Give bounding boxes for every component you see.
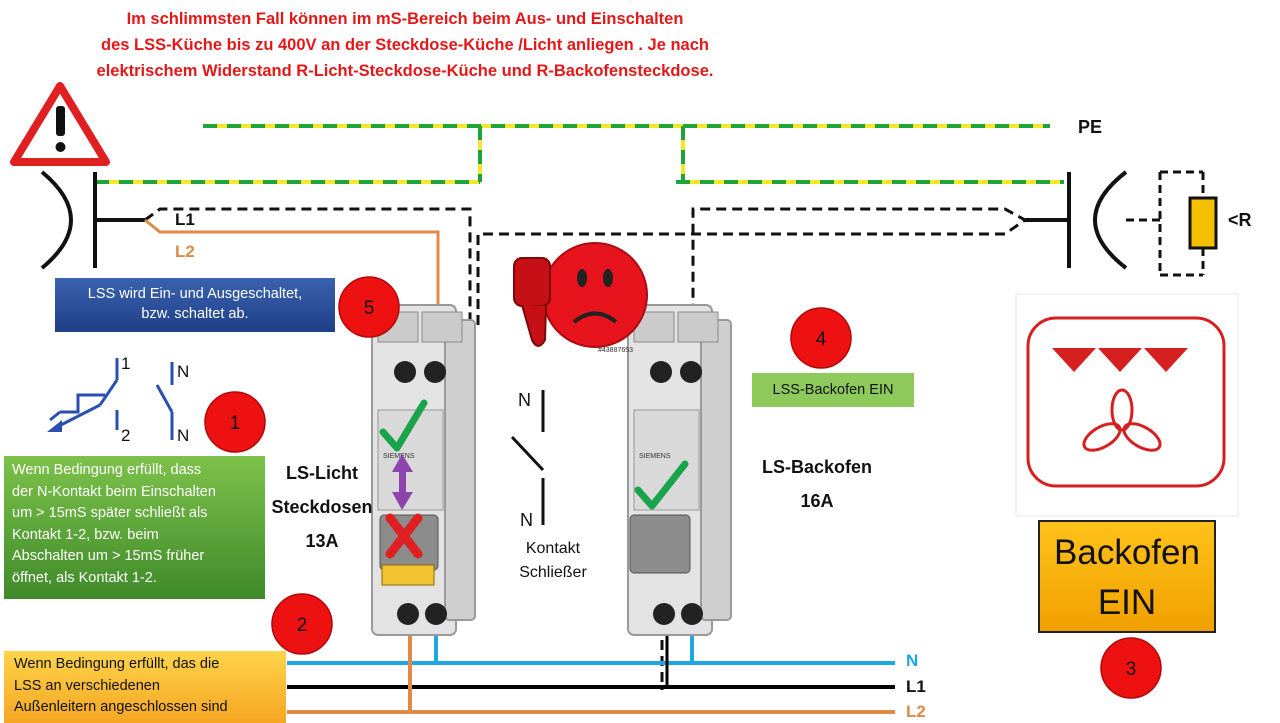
kontakt-label: Kontakt Schließer: [508, 537, 598, 585]
checkmark-icon: [379, 399, 428, 452]
green-line-5: Abschalten um > 15mS früher: [12, 548, 205, 564]
orange-line-2: LSS an verschiedenen: [14, 677, 160, 694]
marker-3: 3: [1100, 637, 1162, 699]
switch-contact-n1: N: [177, 362, 190, 381]
checkmark-icon: [634, 460, 689, 510]
svg-text:2: 2: [297, 615, 308, 636]
stock-number: #43887653: [598, 347, 633, 354]
title-line-3: elektrischem Widerstand R-Licht-Steckdos…: [96, 62, 714, 80]
cross-icon: [385, 513, 423, 559]
backofen-line-2: EIN: [1097, 583, 1157, 622]
resistor-icon: [1126, 170, 1218, 277]
thumbs-down-smiley-icon: [513, 242, 648, 348]
oven-fan-symbol-icon: [1015, 293, 1239, 517]
title-line-2: des LSS-Küche bis zu 400V an der Steckdo…: [101, 36, 709, 54]
breaker-ls-licht: [371, 304, 476, 636]
up-down-arrow-icon: [392, 454, 413, 510]
kontakt-line-1: Kontakt: [525, 540, 581, 557]
kontakt-switch-icon: [510, 390, 545, 525]
arrow-tip-icon: [47, 420, 62, 432]
kontakt-line-2: Schließer: [519, 564, 587, 581]
marker-5: 5: [338, 276, 400, 338]
l2-top-label: L2: [175, 242, 195, 261]
l1-top-label: L1: [175, 210, 195, 229]
switch-symbol-icon: [49, 358, 174, 440]
green-line-4: Kontakt 1-2, bzw. beim: [12, 526, 159, 543]
switch-contact-1: 1: [121, 354, 131, 373]
ls-licht-line-1: LS-Licht: [286, 463, 358, 483]
svg-text:3: 3: [1126, 659, 1137, 680]
bus-n-label: N: [906, 651, 919, 670]
orange-line-1: Wenn Bedingung erfüllt, das die: [14, 656, 220, 672]
page-title: Im schlimmsten Fall können im mS-Bereich…: [20, 6, 790, 84]
bus-bars: [287, 661, 895, 714]
ls-licht-label: LS-Licht Steckdosen 13A: [262, 456, 382, 558]
backofen-ein-button[interactable]: Backofen EIN: [1038, 520, 1216, 633]
siemens-label-1: SIEMENS: [383, 453, 415, 460]
left-socket-wires: [144, 207, 472, 325]
pe-conductor: [95, 124, 1064, 184]
svg-text:4: 4: [816, 329, 827, 350]
lss-switching-note: LSS wird Ein- und Ausgeschaltet, bzw. sc…: [55, 278, 335, 332]
breaker-ls-backofen: [627, 304, 732, 636]
ls-backofen-label: LS-Backofen 16A: [752, 450, 882, 518]
pe-label: PE: [1078, 117, 1103, 137]
marker-4: 4: [790, 307, 852, 369]
phase-condition-note: Wenn Bedingung erfüllt, das die LSS an v…: [4, 651, 286, 723]
marker-1: 1: [204, 391, 266, 453]
ls-backofen-line-2: 16A: [800, 491, 834, 511]
kontakt-n-bottom: N: [520, 510, 533, 530]
switch-contact-n2: N: [177, 426, 190, 445]
socket-left-icon: [40, 170, 145, 270]
n-contact-condition-note: Wenn Bedingung erfüllt, dass der N-Konta…: [4, 456, 265, 599]
marker-2: 2: [271, 593, 333, 655]
socket-right-icon: [1025, 170, 1128, 270]
backofen-line-1: Backofen: [1054, 533, 1200, 572]
blue-line-1: LSS wird Ein- und Ausgeschaltet,: [87, 286, 303, 302]
bus-l2-label: L2: [906, 702, 926, 721]
green-line-6: öffnet, als Kontakt 1-2.: [12, 569, 157, 586]
siemens-label-2: SIEMENS: [639, 453, 671, 460]
resistor-label: <R: [1228, 210, 1252, 230]
green-line-3: um > 15mS später schließt als: [12, 505, 208, 521]
warning-triangle-icon: [10, 82, 110, 166]
green-line-2: der N-Kontakt beim Einschalten: [12, 483, 216, 500]
svg-text:5: 5: [364, 298, 375, 319]
ls-licht-line-2: Steckdosen: [271, 497, 373, 517]
ls-licht-line-3: 13A: [305, 531, 339, 551]
title-line-1: Im schlimmsten Fall können im mS-Bereich…: [126, 10, 684, 28]
ls-backofen-line-1: LS-Backofen: [761, 457, 873, 477]
kontakt-n-top: N: [518, 390, 531, 410]
orange-line-3: Außenleitern angeschlossen sind: [14, 699, 228, 715]
switch-contact-2: 2: [121, 426, 131, 445]
svg-text:1: 1: [230, 413, 241, 434]
green-line-1: Wenn Bedingung erfüllt, dass: [12, 462, 202, 478]
bus-l1-label: L1: [906, 677, 926, 696]
lss-backofen-ein-badge: LSS-Backofen EIN: [752, 373, 914, 407]
blue-line-2: bzw. schaltet ab.: [141, 306, 249, 322]
